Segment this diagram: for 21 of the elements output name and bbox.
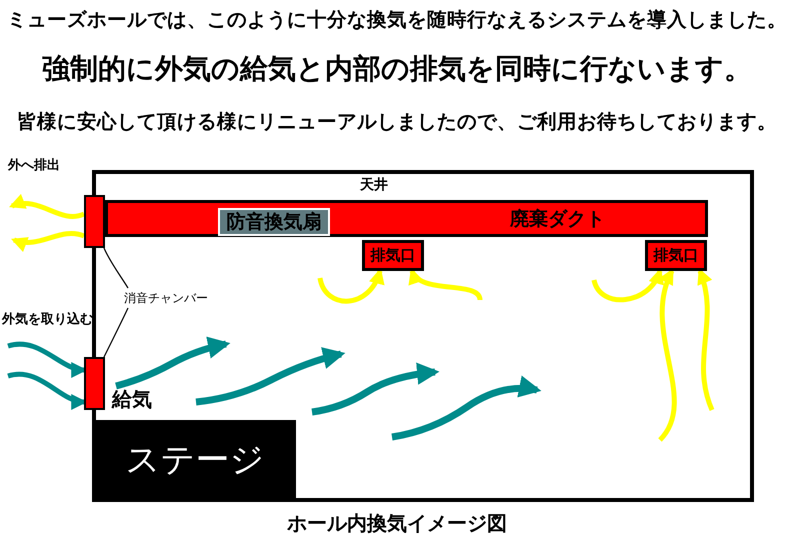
exhaust-vent: 排気口	[645, 240, 707, 271]
leader-line	[103, 308, 129, 358]
fan-box: 防音換気扇	[218, 208, 330, 236]
exhaust-vent: 排気口	[362, 240, 424, 271]
heading-text: ミューズホールでは、このように十分な換気を随時行なえるシステムを導入しました。	[6, 7, 788, 33]
heading-text: 強制的に外気の給気と内部の排気を同時に行ないます。	[41, 51, 753, 87]
chamber-label: 消音チャンバー	[124, 288, 244, 308]
exhaust-label: 外へ排出	[8, 157, 61, 174]
caption: ホール内換気イメージ図	[286, 510, 508, 537]
silencer-chamber	[84, 357, 105, 410]
silencer-chamber	[84, 195, 105, 248]
leader-line	[103, 248, 128, 288]
exhaust-duct	[105, 200, 708, 237]
supply-label: 給気	[112, 386, 153, 413]
air-flow-arrow	[8, 194, 85, 219]
ceiling-label: 天井	[360, 176, 389, 194]
intake-label: 外気を取り込む	[2, 310, 94, 328]
duct-label: 廃棄ダクト	[510, 206, 605, 232]
stage-block: ステージ	[94, 420, 296, 500]
air-flow-arrow	[10, 231, 85, 252]
heading-text: 皆様に安心して頂ける様にリニューアルしましたので、ご利用お待ちしております。	[16, 109, 778, 135]
